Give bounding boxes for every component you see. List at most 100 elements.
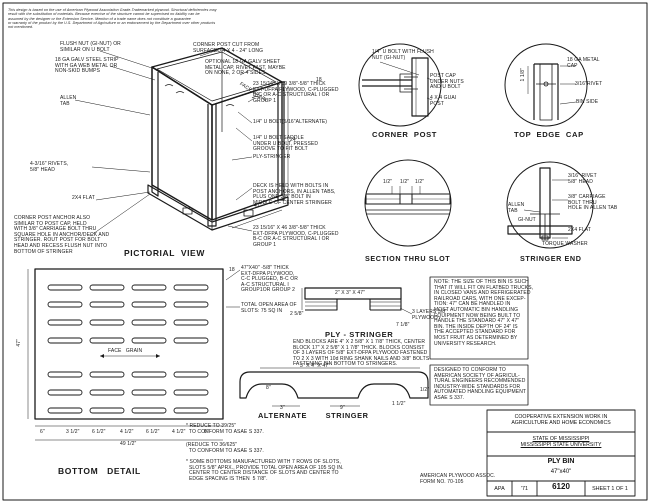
title-block-plan-no: 6120 [552,482,570,491]
slot [173,319,209,326]
label-deck-note: DECK IS HELD WITH BOLTS IN POST ANCHORS,… [253,183,336,206]
title-top-edge-cap: TOP EDGE CAP [514,130,584,139]
slot-dim-1: 1/2" [383,179,393,185]
side-note: NOTE: THE SIZE OF THIS BIN IS SUCH THAT … [434,279,534,347]
title-alternate-stringer: ALTERNATE STRINGER [258,411,369,420]
slot [131,319,167,326]
title-block-state: STATE OF MISSISSIPPI MISSISSIPPI STATE U… [520,436,602,448]
slot [89,284,125,291]
alternate-stringer-drawing [239,367,429,407]
label-ply-stringer: PLY-STRINGER [253,154,291,160]
slot [173,301,209,308]
ply-stringer-description: END BLOCKS ARE 4" X 2 5/8" X 1 7/8" THIC… [293,339,430,368]
slot [89,337,125,344]
bottom-dim-label: 4 1/2" [172,429,186,435]
label-open-area: TOTAL OPEN AREA OF SLOTS: 75 SQ IN [241,302,297,314]
label-se-flat: 2X4 FLAT [568,227,591,233]
label-bottom-dim-49: 49 1/2" [120,441,137,447]
title-block-apa: APA [494,486,505,492]
slot [131,301,167,308]
ply-stringer-layers: 3 LAYERS 5/8" PLYWOOD [412,309,447,321]
label-bottom-dim-18: 18 [229,267,235,273]
title-block-size: 47"x40" [550,469,572,475]
slot [131,284,167,291]
ply-stringer-dim-side: 2 5/8" [290,311,304,317]
slot [89,319,125,326]
label-u-bolt-flush: 1/4" U BOLT WITH FLUSH NUT (GI-NUT) [372,49,434,61]
apa-credit: AMERICAN PLYWOOD ASSOC. FORM NO. 70-105 [420,473,496,485]
slot [131,337,167,344]
label-dim-18: 18 [316,77,322,83]
pictorial-leaders [74,49,256,237]
slot [173,337,209,344]
slot-dim-2: 1/2" [400,179,410,185]
label-metal-cap: 18 GA METAL CAP [567,57,600,69]
ply-stringer-side2: 7 1/8" [396,322,410,328]
label-u-bolt: 1/4" U BOLT(5/16"ALTERNATE) [253,119,328,125]
label-se-gi-nut: GI-NUT [518,217,536,223]
label-galv-strip: 18 GA GALV STEEL STRIP WITH GA WEB METAL… [55,57,119,75]
stringer-end-detail [506,161,594,249]
slot [173,389,209,396]
bin-pictorial [147,47,289,231]
corner-post-detail [358,43,442,127]
slot [89,407,125,414]
title-ply-stringer: PLY - STRINGER [325,330,394,339]
bottom-detail-drawing [27,268,241,441]
label-bottom-ply-spec: 47"X40" -5/8" THICK EXT-DFPA PLYWOOD, C-… [241,265,298,294]
slot [47,389,83,396]
title-block-frame [486,409,636,497]
label-se-rivet: 3/16" RIVET 5/8" HEAD [568,173,597,185]
label-2x4-flat: 2X4 FLAT [72,195,95,201]
label-cap-rivet: 3/16"RIVET [575,81,603,87]
alt-stringer-d1: 8" [266,385,271,391]
label-allen-tab: ALLEN TAB [60,95,77,107]
slot [131,371,167,378]
slot [47,319,83,326]
label-u-bolt-saddle: 1/4" U BOLT SADDLE UNDER U BOLT, PRESSED… [253,135,319,153]
ply-stringer-dim-top: 2" X 3" X 47" [335,290,365,296]
title-section-slot: SECTION THRU SLOT [365,254,451,263]
slot-dim-3: 1/2" [415,179,425,185]
alt-stringer-d5: 3" [280,405,285,411]
side-note-box [429,276,529,360]
slot [89,371,125,378]
title-pictorial-view: PICTORIAL VIEW [124,248,205,258]
slot [47,371,83,378]
bottom-dim-label: 6 1/2" [146,429,160,435]
slot [47,407,83,414]
note-seven-rows: * SOME BOTTOMS MANUFACTURED WITH 7 ROWS … [186,459,344,482]
label-dim-47: 47" [254,203,262,209]
slot [173,284,209,291]
title-block-year: '71 [520,486,529,492]
label-bottom-dim-47: 47" [16,338,23,347]
title-block-sheet: SHEET 1 OF 1 [592,486,628,492]
label-optional-cap: OPTIONAL 18 GA GALV SHEET METAL CAP, RIV… [205,59,286,77]
slot [131,407,167,414]
slot [47,284,83,291]
label-bin-side: BIN SIDE [576,99,599,105]
label-dim-24: 24 [290,137,296,143]
top-edge-cap-detail [504,43,588,127]
section-slot-detail [364,159,452,247]
label-se-allen: ALLEN TAB [508,202,525,214]
alt-stringer-dim-top: 3" X 4" X 47" [300,363,330,369]
label-corner-anchor: CORNER POST ANCHOR ALSO SIMILAR TO POST … [14,215,110,255]
bottom-dim-label: 6 1/2" [92,429,106,435]
bottom-dim-label: 3 1/2" [66,429,80,435]
note-reduce-1: * REDUCE TO 39/25" TO CONFORM TO ASAE S … [186,423,264,435]
slot [47,337,83,344]
bottom-dim-label: 6" [40,429,45,435]
label-rivets: 4-3/16" RIVETS, 5/8" HEAD [30,161,69,173]
label-cap-dim: 1 1/8" [519,68,526,82]
label-post-cut: CORNER POST CUT FROM SURFACED 4 X 4 - 24… [193,42,264,54]
slot [89,389,125,396]
label-post-cap: POST CAP UNDER NUTS AND U BOLT [430,73,464,91]
title-bottom-detail: BOTTOM DETAIL [58,466,141,476]
alt-stringer-d2: 9" [340,405,345,411]
note-reduce-2: (REDUCE TO 36/625" TO CONFORM TO ASAE S … [186,442,264,454]
ply-stringer-drawing [301,287,413,315]
